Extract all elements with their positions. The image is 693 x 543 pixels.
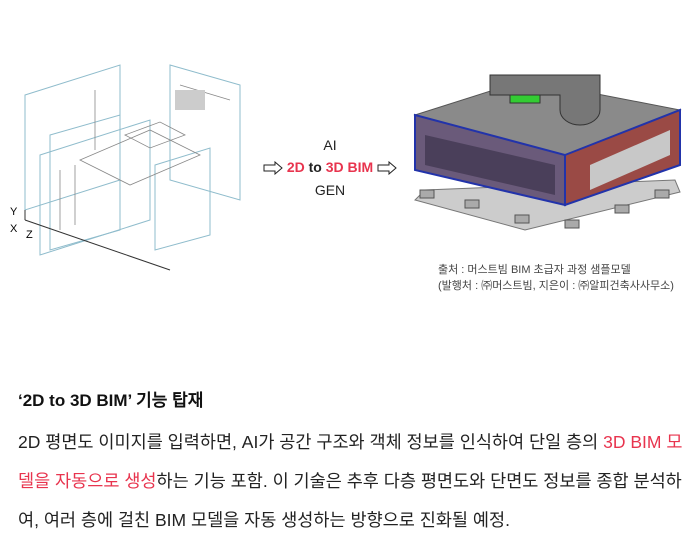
source-line-2: (발행처 : ㈜머스트빔, 지은이 : ㈜알피건축사사무소) xyxy=(438,280,674,292)
3d-bim-model-illustration xyxy=(413,74,682,231)
conversion-label: 2D to 3D BIM xyxy=(255,159,405,176)
source-line-1: 출처 : 머스트빔 BIM 초급자 과정 샘플모델 xyxy=(438,264,631,276)
2d-plan-sheets-illustration: Y X Z xyxy=(10,64,241,271)
axis-z-label: Z xyxy=(26,229,33,241)
gen-label: GEN xyxy=(314,182,346,198)
image-source-caption: 출처 : 머스트빔 BIM 초급자 과정 샘플모델 (발행처 : ㈜머스트빔, … xyxy=(438,262,674,294)
label-2d: 2D xyxy=(286,159,305,175)
label-to: to xyxy=(304,159,326,175)
arrow-right-icon xyxy=(377,161,397,176)
section-heading: ‘2D to 3D BIM’ 기능 탑재 xyxy=(18,391,204,410)
body-text-2: 하는 기능 포함. 이 기술은 추후 다층 평면도와 단면도 정보를 종합 분석… xyxy=(18,471,682,530)
arrow-right-icon xyxy=(263,161,283,176)
label-3d-bim: 3D BIM xyxy=(325,159,374,175)
section-body: 2D 평면도 이미지를 입력하면, AI가 공간 구조와 객체 정보를 인식하여… xyxy=(18,423,683,540)
body-highlight: 3D BIM 모델을 자동으로 생성 xyxy=(18,432,683,491)
axis-y-label: Y xyxy=(10,206,18,218)
ai-label: AI xyxy=(323,137,337,153)
body-text-1: 2D 평면도 이미지를 입력하면, AI가 공간 구조와 객체 정보를 인식하여… xyxy=(18,432,604,452)
axis-x-label: X xyxy=(10,223,18,235)
